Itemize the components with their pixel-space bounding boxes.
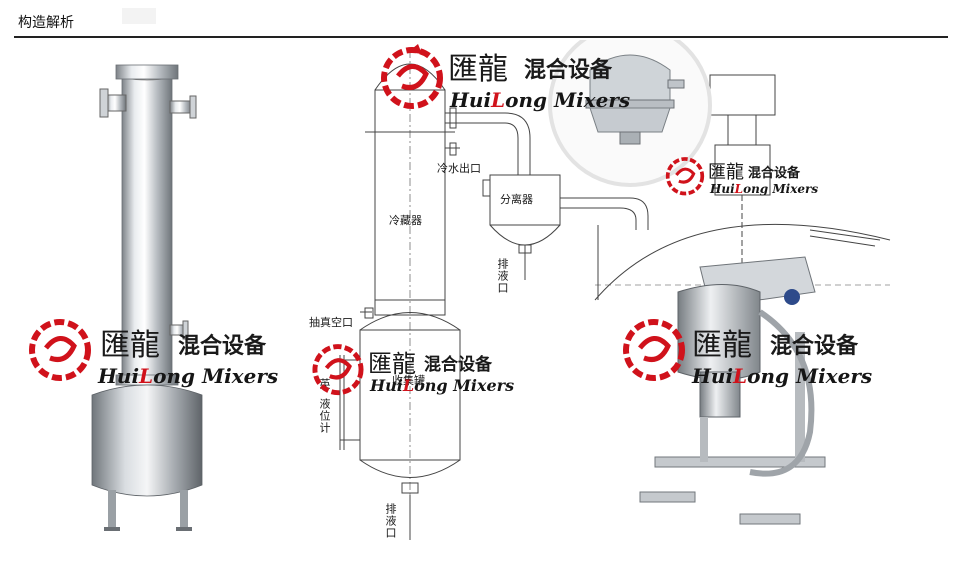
brand-name-en: HuiLong Mixers [710,182,819,196]
header-divider [14,36,948,38]
dragon-logo-icon [312,344,364,396]
brand-watermark: 匯龍 混合设备 HuiLong Mixers [310,338,520,402]
dragon-logo-icon [29,319,91,381]
brand-name-cn: 匯龍 [368,350,416,378]
label-vacuum-port: 抽真空口 [309,316,353,329]
condenser-unit-photo [91,64,203,531]
brand-watermark: 匯龍 混合设备 HuiLong Mixers [26,312,286,392]
brand-name-cn: 匯龍 [708,162,744,183]
brand-name-cn: 匯龍 [448,52,508,87]
brand-watermark: 匯龍 混合设备 HuiLong Mixers [378,40,638,120]
brand-name-en: HuiLong Mixers [450,88,631,112]
brand-watermark-small: 匯龍 混合设备 HuiLong Mixers [664,152,834,202]
brand-name-en: HuiLong Mixers [370,376,515,395]
page-header: 构造解析 [0,0,960,38]
brand-name-en: HuiLong Mixers [98,364,279,388]
brand-name-cn: 匯龍 [692,328,752,363]
brand-tagline-cn: 混合设备 [770,334,859,359]
label-drain-top: 排液口 [496,258,509,294]
label-condenser: 冷藏器 [389,214,422,227]
header-tab-placeholder [122,8,156,24]
label-receiver: 收集罐 [392,374,425,387]
label-level-gauge: 液位计 [318,398,331,434]
dragon-logo-icon [665,157,705,196]
brand-tagline-cn: 混合设备 [178,334,267,359]
label-cooling-water-outlet: 冷水出口 [437,162,481,175]
dragon-logo-icon [381,44,443,109]
brand-name-cn: 匯龍 [100,328,160,363]
brand-tagline-cn: 混合设备 [524,58,613,83]
schematic-diagram [339,40,891,540]
label-drain-bottom: 排液口 [384,503,397,539]
section-title: 构造解析 [18,15,74,31]
brand-watermark: 匯龍 混合设备 HuiLong Mixers [620,312,880,392]
brand-name-en: HuiLong Mixers [692,364,873,388]
portable-unit-photo [639,256,826,525]
dragon-logo-icon [623,319,685,381]
brand-tagline-cn: 混合设备 [424,355,492,375]
brand-tagline-cn: 混合设备 [748,166,801,181]
label-separator: 分离器 [500,193,533,206]
